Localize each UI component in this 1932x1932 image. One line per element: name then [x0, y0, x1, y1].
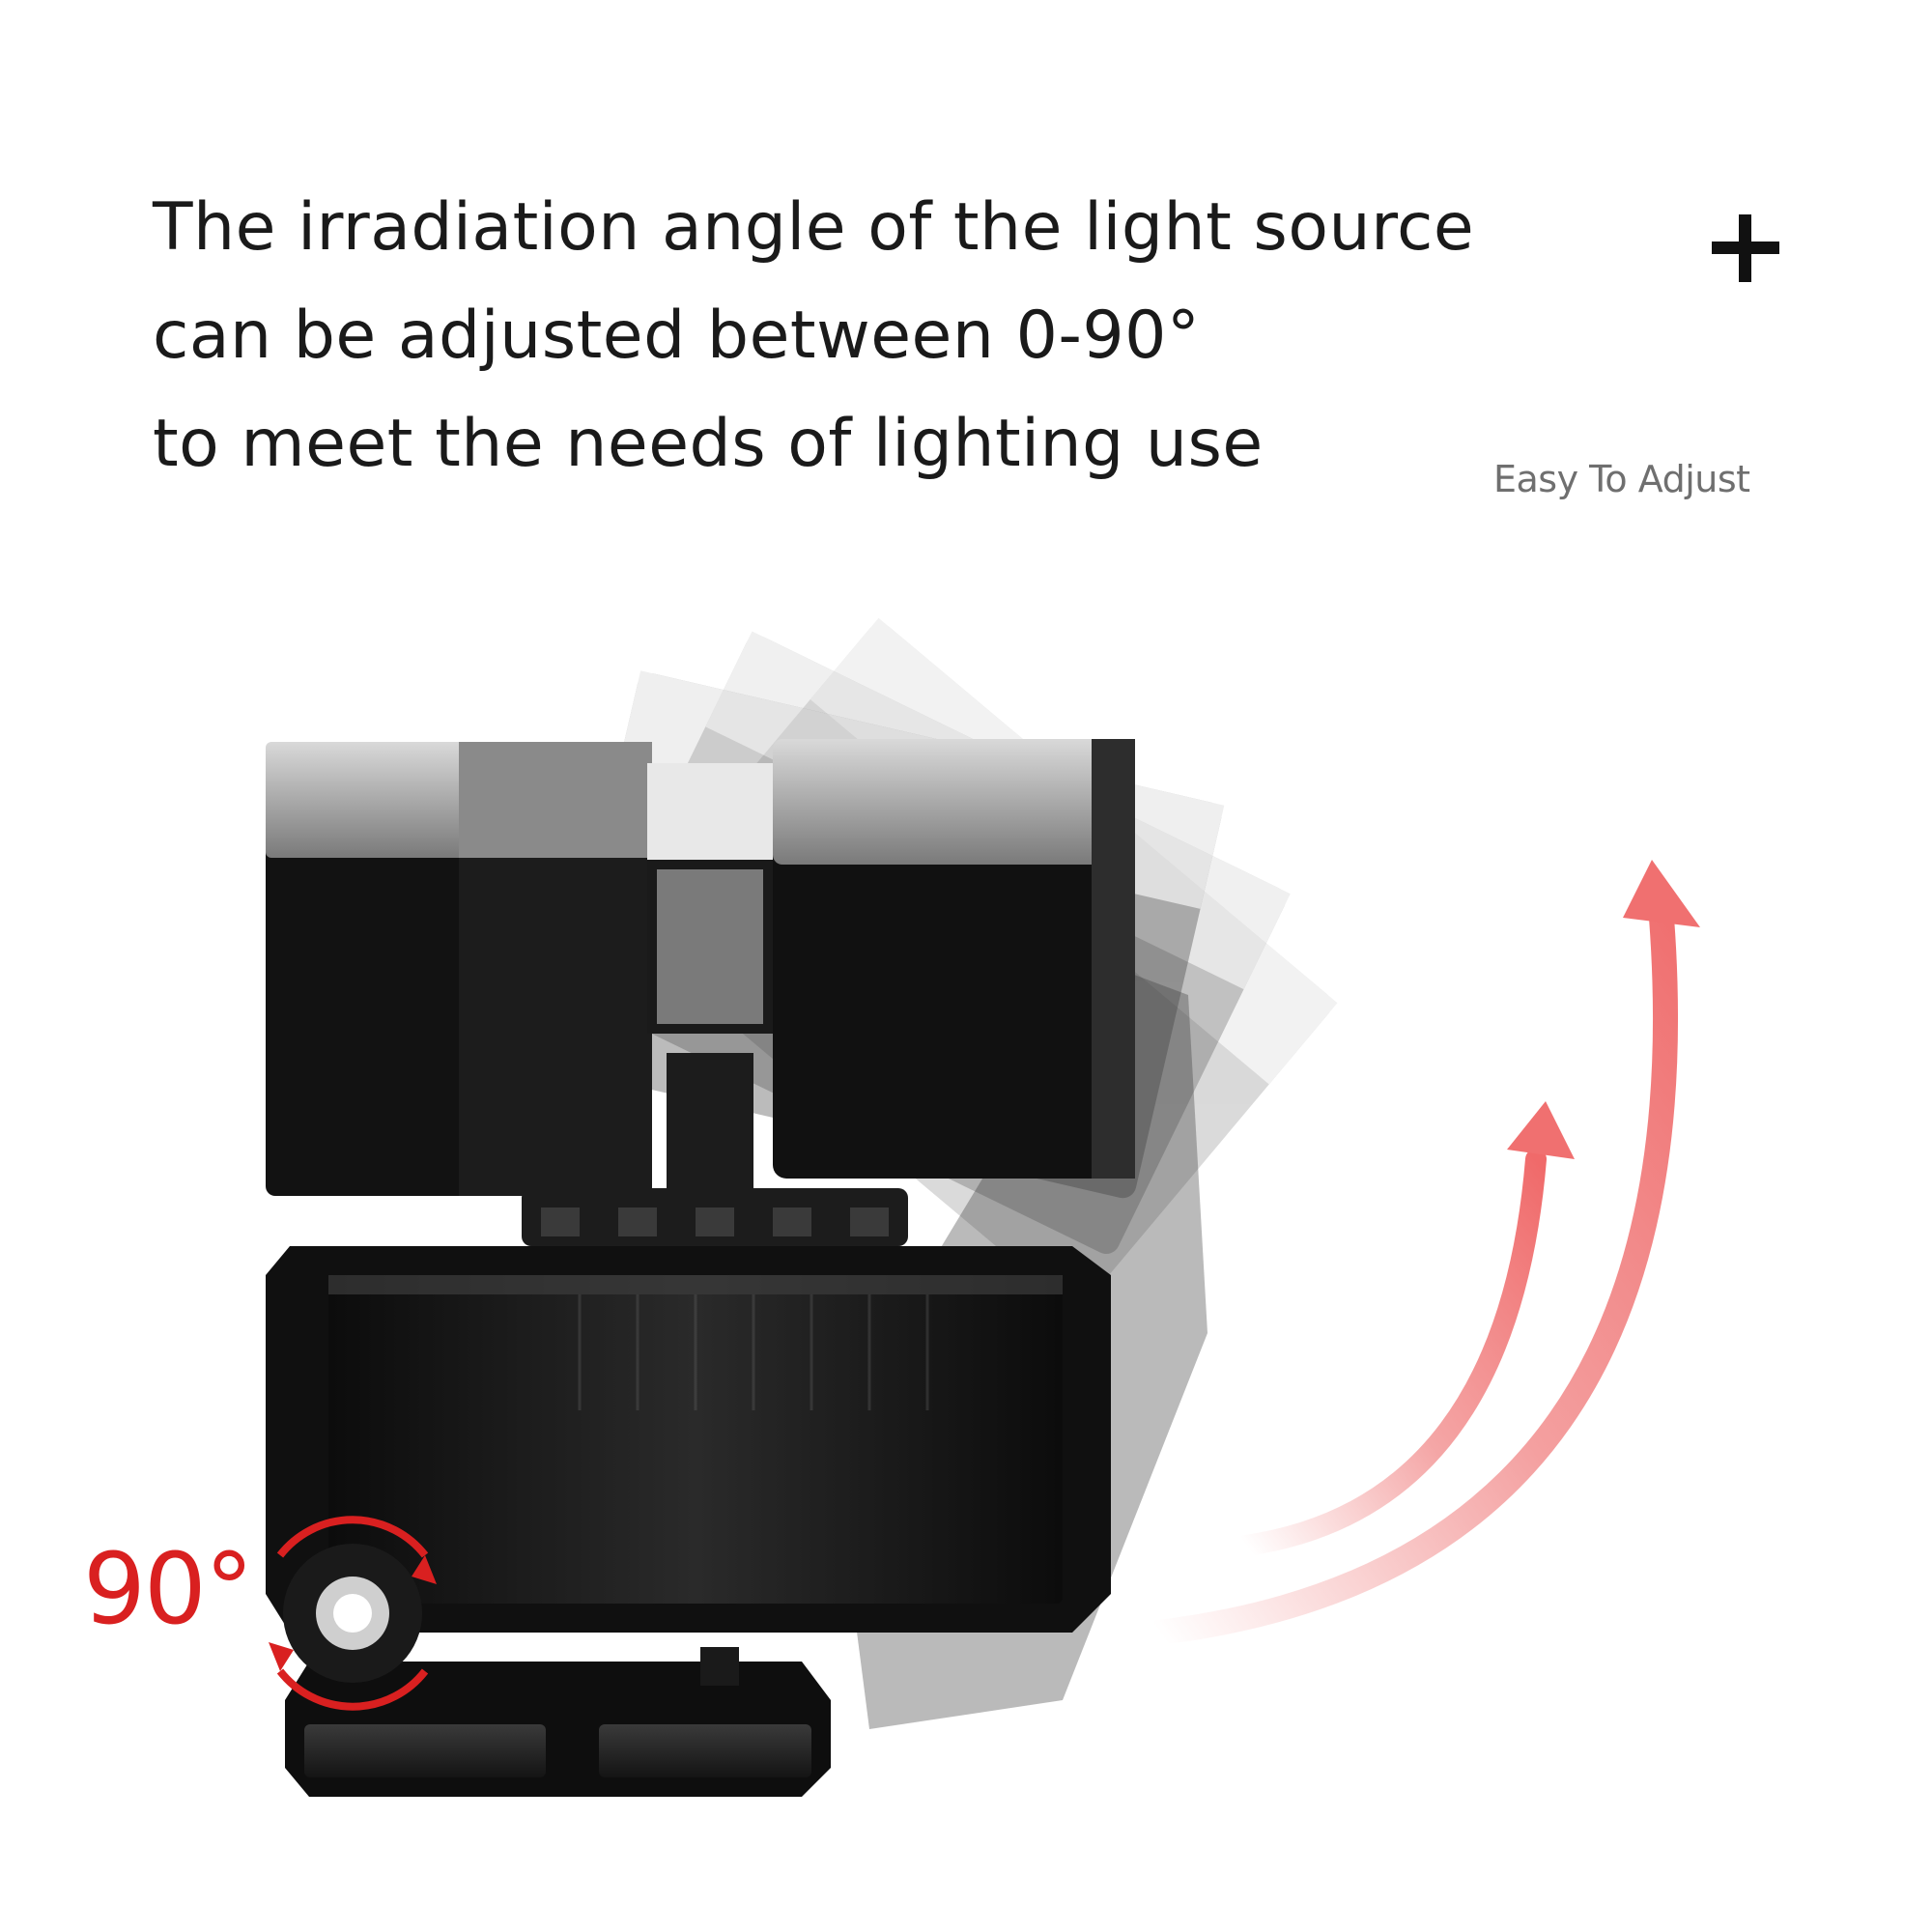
pivot-joint: [269, 1516, 437, 1711]
headline-line-1: The irradiation angle of the light sourc…: [153, 189, 1475, 266]
lamp-hinge: [522, 1188, 908, 1246]
rotation-arrows: [1147, 860, 1700, 1645]
angle-label: 90°: [83, 1532, 254, 1647]
easy-adjust-label: Easy To Adjust: [1493, 458, 1750, 500]
plus-icon: [1712, 214, 1779, 282]
lamp-head-left: [266, 742, 652, 1196]
lamp-head-right: [773, 739, 1135, 1179]
feature-headline: The irradiation angle of the light sourc…: [153, 174, 1475, 498]
lamp-head-center: [647, 763, 773, 1198]
headline-line-2: can be adjusted between 0-90°: [153, 298, 1201, 374]
headline-line-3: to meet the needs of lighting use: [153, 406, 1264, 482]
battery-body: [266, 1246, 1111, 1633]
mount-clip: [285, 1647, 831, 1797]
